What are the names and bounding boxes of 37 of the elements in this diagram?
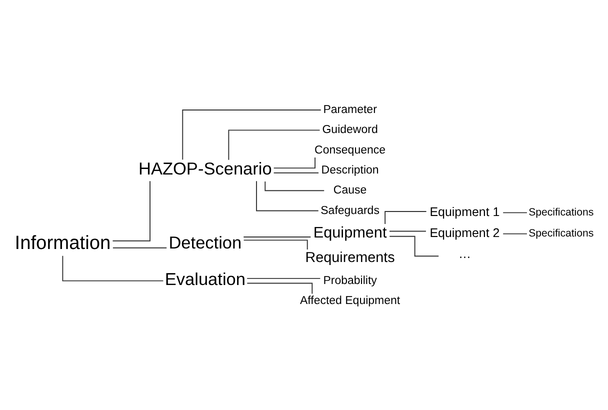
- connector: [502, 232, 528, 234]
- node-text: Equipment 1: [430, 204, 500, 218]
- connector: [182, 109, 322, 160]
- connector: [228, 129, 320, 160]
- node-text: Equipment: [313, 224, 387, 241]
- node-text: Evaluation: [164, 268, 246, 289]
- node-text: …: [458, 246, 471, 261]
- connector: [243, 239, 308, 250]
- connector: [273, 156, 316, 168]
- connector: [273, 172, 320, 173]
- connector: [389, 235, 440, 256]
- connector: [62, 254, 164, 281]
- connector: [264, 180, 325, 191]
- node-text: Specifications: [528, 206, 594, 218]
- connector: [243, 236, 312, 237]
- node-text: Specifications: [528, 226, 594, 239]
- connector: [112, 246, 168, 248]
- connector: [112, 180, 150, 241]
- node-text: Safeguards: [320, 204, 380, 216]
- connector: [389, 230, 426, 232]
- node-text: Probability: [323, 274, 377, 286]
- connector: [246, 282, 313, 294]
- connector: [256, 180, 319, 211]
- node-text: Affected Equipment: [300, 294, 400, 306]
- node-text: Parameter: [323, 104, 377, 116]
- node-text: HAZOP-Scenario: [138, 158, 272, 178]
- connector: [246, 277, 321, 278]
- node-text: Description: [321, 164, 379, 176]
- node-text: Guideword: [322, 124, 378, 136]
- connector: [502, 212, 528, 213]
- node-text: Cause: [333, 184, 367, 196]
- node-text: Information: [14, 232, 111, 254]
- node-text: Requirements: [305, 250, 395, 266]
- node-text: Detection: [168, 232, 242, 252]
- node-text: Consequence: [314, 144, 386, 156]
- node-text: Equipment 2: [430, 226, 500, 240]
- connector: [384, 210, 427, 224]
